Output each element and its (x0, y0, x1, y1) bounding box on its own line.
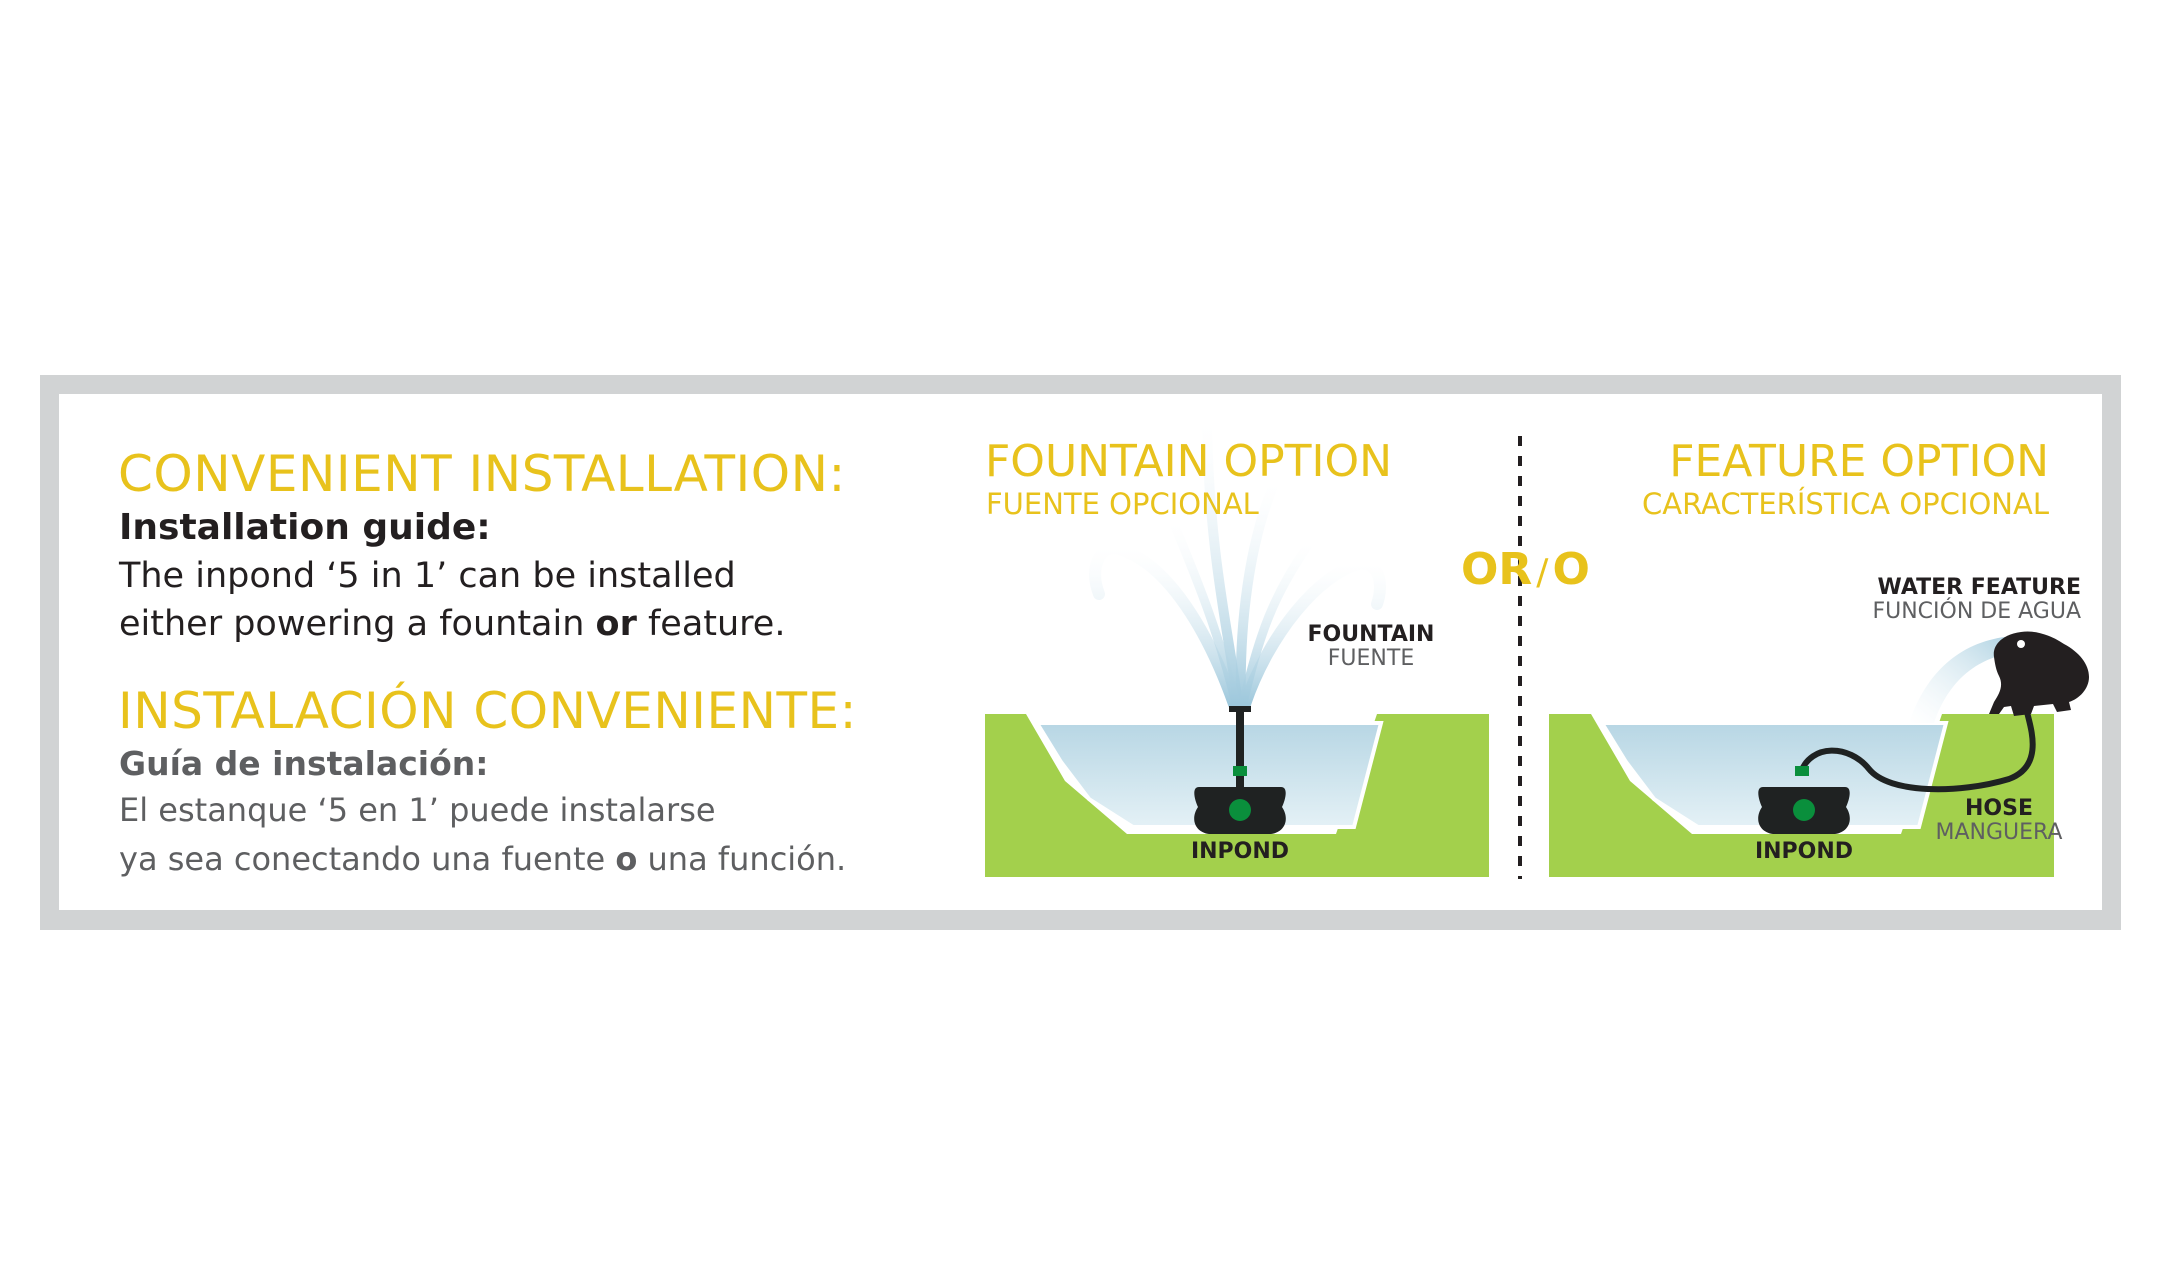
frog-icon (1989, 631, 2089, 716)
body-en-line2-pre: either powering a fountain (119, 604, 596, 644)
hose-label-en: HOSE (1965, 796, 2033, 821)
body-es-line2: ya sea conectando una fuente o una funci… (119, 840, 846, 878)
or-label: OR/O (1461, 544, 1590, 595)
body-es-line1: El estanque ‘5 en 1’ puede instalarse (119, 791, 716, 829)
feature-water (1598, 721, 1949, 829)
subheading-es: Guía de instalación: (119, 744, 489, 783)
fountain-label-en: FOUNTAIN (1307, 622, 1435, 647)
fountain-pump-label: INPOND (1190, 839, 1290, 864)
body-es-line2-pre: ya sea conectando una fuente (119, 840, 616, 878)
body-en-line1: The inpond ‘5 in 1’ can be installed (119, 556, 736, 596)
or-en: OR (1461, 544, 1533, 595)
feature-pond (1549, 714, 2054, 877)
feature-water-stream (1909, 636, 2019, 723)
feature-ground (1549, 714, 2054, 877)
fountain-ground (985, 714, 1489, 877)
hose (1798, 709, 2036, 793)
or-slash: / (1536, 552, 1549, 593)
body-en-line2-post: feature. (636, 604, 786, 644)
body-es-line2-bold: o (615, 840, 638, 878)
body-en-line2: either powering a fountain or feature. (119, 604, 785, 644)
feature-option-title: FEATURE OPTION (1669, 436, 2049, 487)
or-es: O (1552, 544, 1590, 595)
fountain-option-subtitle: FUENTE OPCIONAL (986, 487, 1259, 521)
installation-diagram (985, 419, 2089, 879)
banner-frame: CONVENIENT INSTALLATION: Installation gu… (40, 375, 2121, 930)
hose-label-es: MANGUERA (1935, 820, 2063, 845)
heading-es: INSTALACIÓN CONVENIENTE: (118, 682, 857, 740)
fountain-pond (985, 714, 1489, 877)
fountain-option-title: FOUNTAIN OPTION (985, 436, 1393, 487)
water-feature-label-es: FUNCIÓN DE AGUA (1872, 599, 2081, 624)
heading-en: CONVENIENT INSTALLATION: (118, 445, 846, 503)
feature-pump (1758, 766, 1850, 834)
fountain-pump (1194, 706, 1286, 834)
water-feature-label-en: WATER FEATURE (1877, 575, 2081, 600)
fountain-spray (1089, 419, 1386, 710)
fountain-label-es: FUENTE (1327, 646, 1415, 671)
body-es-line2-post: una función. (637, 840, 847, 878)
fountain-water (1033, 721, 1384, 829)
banner-panel: CONVENIENT INSTALLATION: Installation gu… (59, 394, 2102, 910)
feature-pump-label: INPOND (1754, 839, 1854, 864)
body-en-line2-bold: or (595, 604, 637, 644)
feature-option-subtitle: CARACTERÍSTICA OPCIONAL (1642, 487, 2049, 521)
subheading-en: Installation guide: (119, 507, 491, 548)
